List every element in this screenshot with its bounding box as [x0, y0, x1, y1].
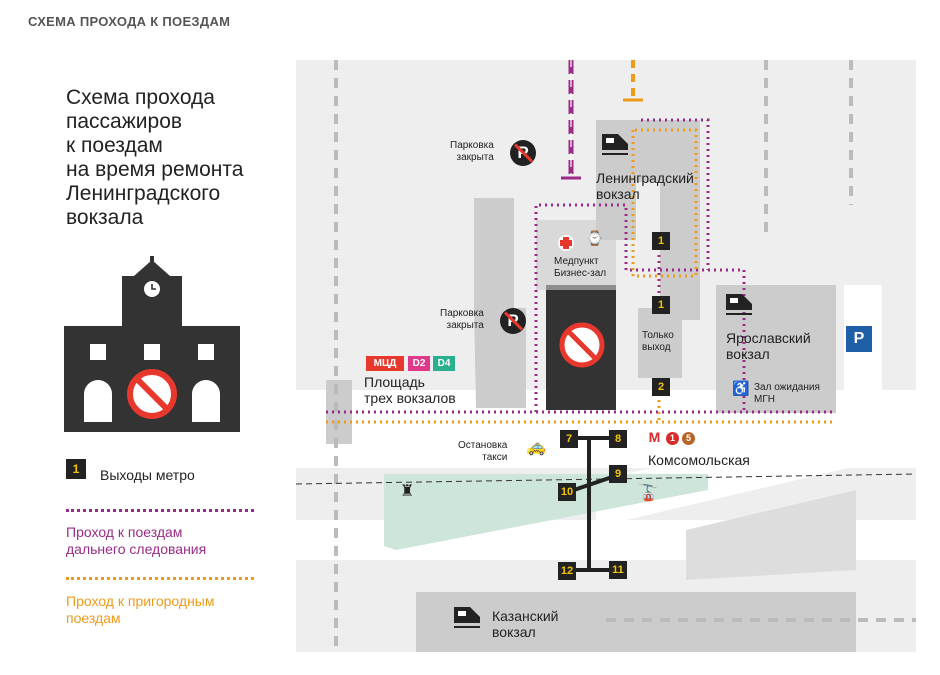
business-lounge-icon: ⌚	[586, 230, 604, 246]
d2-badge: D2	[408, 356, 430, 371]
legend-long-distance-line	[66, 509, 254, 512]
exit-12: 12	[558, 562, 576, 580]
exit-11: 11	[609, 561, 627, 579]
monument-icon: ♜	[400, 483, 415, 500]
exit-1-leningradsky: 1	[652, 232, 670, 250]
kazansky-station-label: Казанский вокзал	[492, 608, 559, 640]
exit-1-only: 1	[652, 296, 670, 314]
map-background	[296, 60, 916, 652]
legend-metro-exits: Выходы метро	[100, 467, 195, 483]
parking-closed-icon-1: P	[510, 140, 536, 166]
closed-station-icon	[64, 256, 240, 432]
metro-letter: М	[648, 429, 661, 445]
accessible-icon: ♿	[732, 380, 750, 396]
train-icon-yaroslavsky	[726, 294, 752, 315]
legend-exit-marker: 1	[66, 459, 86, 479]
legend-long-distance: Проход к поездам дальнего следования	[66, 524, 207, 557]
exit-10: 10	[558, 483, 576, 501]
yaroslavsky-station-label: Ярославский вокзал	[726, 330, 811, 362]
page-header: СХЕМА ПРОХОДА К ПОЕЗДАМ	[28, 14, 231, 29]
parking-icon: P	[846, 326, 872, 352]
taxi-label: Остановка такси	[458, 440, 508, 463]
parking-closed-label-2: Парковка закрыта	[440, 308, 484, 331]
cable-car-icon: 🚡	[638, 485, 658, 502]
exit-2-only: 2	[652, 378, 670, 396]
d4-badge: D4	[433, 356, 455, 371]
waiting-room-label: Зал ожидания МГН	[754, 382, 820, 405]
parking-closed-label-1: Парковка закрыта	[450, 140, 494, 163]
metro-line-5: 5	[682, 432, 695, 445]
metro-line-1: 1	[666, 432, 679, 445]
exit-7: 7	[560, 430, 578, 448]
taxi-icon: 🚕	[526, 439, 546, 456]
train-icon-leningradsky	[602, 134, 628, 155]
mcd-badge: МЦД	[366, 356, 404, 371]
medpunkt-label: Медпункт Бизнес-зал	[554, 256, 607, 279]
square-label: Площадь трех вокзалов	[364, 374, 456, 406]
exit-8: 8	[609, 430, 627, 448]
train-icon-kazansky	[454, 607, 480, 628]
legend-suburban-line	[66, 577, 254, 580]
parking-closed-icon-2: P	[500, 308, 526, 334]
map-area: Ленинградский вокзал Ярославский вокзал …	[296, 60, 916, 652]
legend-suburban: Проход к пригородным поездам	[66, 593, 215, 626]
only-exit-label: Только выход	[642, 330, 674, 353]
komsomolskaya-label: Комсомольская	[648, 452, 750, 468]
page-title: Схема прохода пассажиров к поездам на вр…	[66, 86, 244, 229]
leningradsky-station-label: Ленинградский вокзал	[596, 170, 694, 202]
exit-9: 9	[609, 465, 627, 483]
